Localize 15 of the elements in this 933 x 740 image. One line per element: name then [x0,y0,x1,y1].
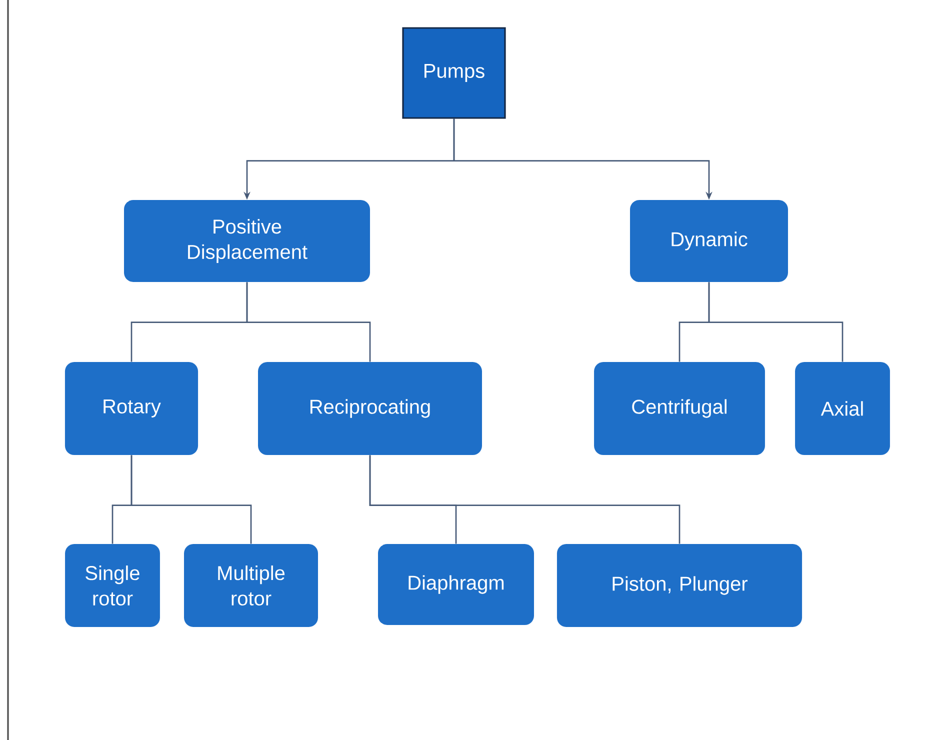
title-box: Pumps [402,27,506,119]
category-box: Diaphragm [378,544,534,626]
category-box: Axial [795,362,890,456]
category-box: Centrifugal [594,362,765,456]
category-box: Rotary [64,362,198,456]
category-box: Dynamic [630,200,788,282]
connector [246,282,371,362]
category-box: Positive Displacement [124,200,370,282]
category-box: Multiple rotor [184,544,318,627]
category-box: Piston, Plunger [556,544,802,627]
connector [369,455,680,544]
category-box: Single rotor [65,544,160,627]
connector [708,282,844,362]
connector [130,455,252,544]
category-box: Reciprocating [258,362,482,456]
